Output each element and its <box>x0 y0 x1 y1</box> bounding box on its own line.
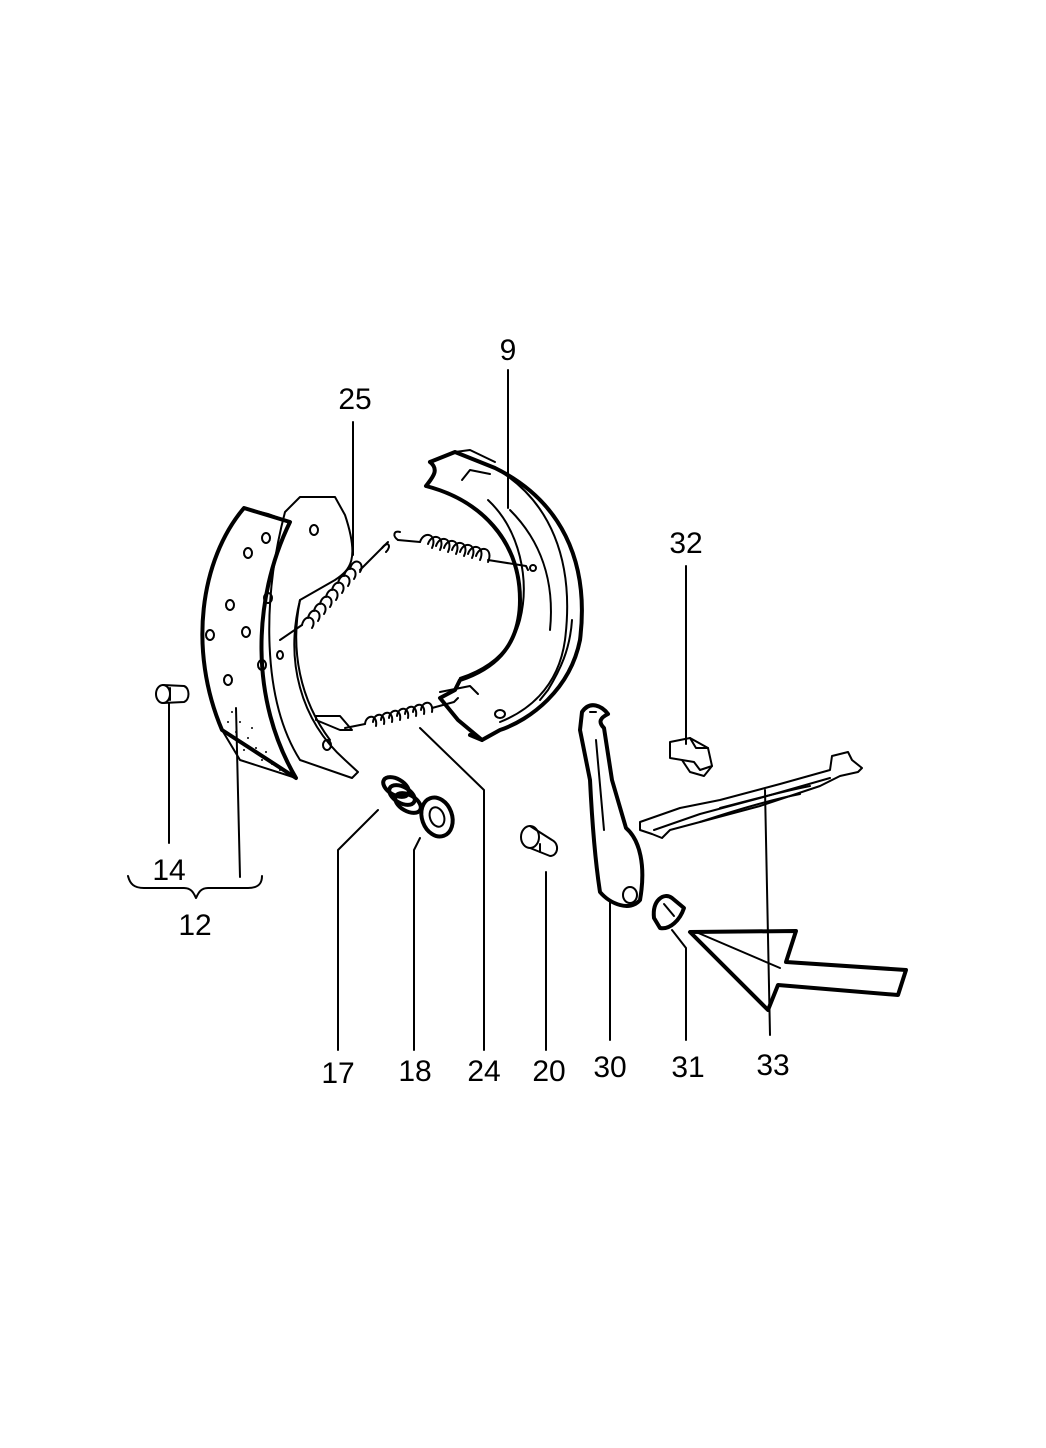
bolt-screw <box>155 684 190 704</box>
retaining-pin <box>520 825 558 857</box>
lever-clip <box>651 894 686 931</box>
leader-lines <box>168 369 771 1051</box>
spring-cup-washer <box>419 795 455 839</box>
left-brake-lining <box>200 506 298 780</box>
label-30: 30 <box>593 1051 626 1084</box>
label-9: 9 <box>500 334 517 367</box>
group-bracket <box>127 875 263 899</box>
label-33: 33 <box>756 1049 789 1082</box>
parking-brake-lever <box>578 703 645 908</box>
label-14: 14 <box>152 854 185 887</box>
strut-spring-clip <box>669 737 713 777</box>
adjuster-strut-bar <box>639 751 863 839</box>
label-20: 20 <box>532 1055 565 1088</box>
hold-down-spring <box>381 775 423 815</box>
label-25: 25 <box>338 383 371 416</box>
lining-friction-texture <box>227 711 281 771</box>
left-brake-shoe <box>268 496 359 779</box>
label-12: 12 <box>178 909 211 942</box>
callout-labels: 9 25 32 14 12 17 18 24 20 30 31 33 <box>152 334 789 1090</box>
label-31: 31 <box>671 1051 704 1084</box>
upper-return-spring-horizontal <box>393 530 529 571</box>
lower-return-spring <box>315 685 479 731</box>
label-17: 17 <box>321 1057 354 1090</box>
right-brake-shoe <box>424 449 584 742</box>
lining-rivet-holes <box>205 532 273 686</box>
arrow-indicator-icon <box>688 929 908 1012</box>
label-32: 32 <box>669 527 702 560</box>
label-18: 18 <box>398 1055 431 1088</box>
label-24: 24 <box>467 1055 500 1088</box>
upper-return-spring-diagonal <box>279 541 390 641</box>
